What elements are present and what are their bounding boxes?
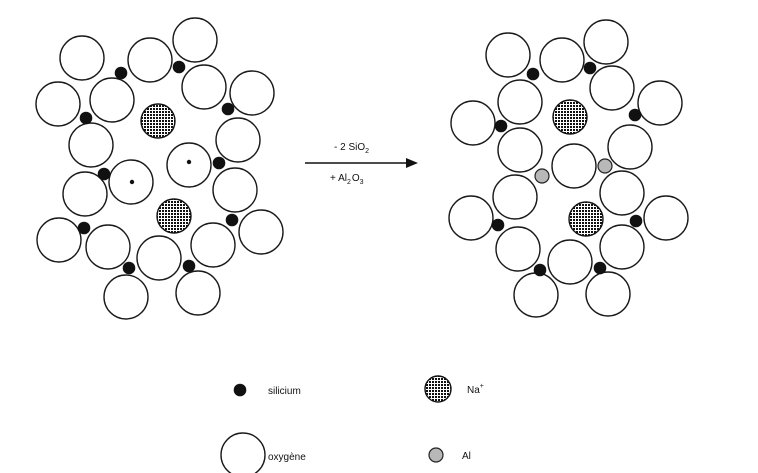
oxygen-atom xyxy=(495,226,541,272)
silicon-atom xyxy=(79,111,93,125)
legend-oxygene-label: oxygène xyxy=(268,452,306,463)
silicon-atom xyxy=(182,259,196,273)
oxygen-atom xyxy=(497,127,543,173)
oxygen-atom xyxy=(238,209,284,255)
legend-sodium-swatch xyxy=(424,375,452,403)
oxygen-atom xyxy=(36,217,82,263)
oxygen-atom xyxy=(599,224,645,270)
oxygen-atom xyxy=(637,80,683,126)
legend-aluminium: Al xyxy=(428,447,471,463)
legend-oxygen: oxygène xyxy=(220,432,306,473)
oxygen-atom xyxy=(599,170,645,216)
oxygen-atom xyxy=(212,167,258,213)
oxygen-atom xyxy=(166,142,212,188)
silicon-atom xyxy=(526,67,540,81)
oxygen-atom xyxy=(547,239,593,285)
sodium-cation xyxy=(140,103,176,139)
oxygen-atom xyxy=(450,100,496,146)
silicon-atom xyxy=(533,263,547,277)
oxygen-atom xyxy=(215,117,261,163)
silicon-atom xyxy=(494,119,508,133)
oxygen-atom xyxy=(181,64,227,110)
legend-aluminium-swatch xyxy=(428,447,444,463)
reaction-top-label: - 2 SiO2 xyxy=(334,142,369,155)
oxygen-atom xyxy=(136,235,182,281)
silicon-atom xyxy=(172,60,186,74)
silicon-atom xyxy=(491,218,505,232)
aluminium-atom xyxy=(534,168,550,184)
aluminium-atom xyxy=(597,158,613,174)
silicon-atom xyxy=(628,108,642,122)
oxygen-atom xyxy=(589,65,635,111)
silicon-atom xyxy=(221,102,235,116)
oxygen-atom xyxy=(448,195,494,241)
oxygen-atom xyxy=(551,143,597,189)
oxygen-atom xyxy=(485,32,531,78)
sodium-cation xyxy=(552,99,588,135)
silicon-atom xyxy=(593,261,607,275)
oxygen-atom xyxy=(497,79,543,125)
reaction-arrow-group: - 2 SiO2 + Al2O3 xyxy=(305,142,418,186)
oxygen-atom xyxy=(103,274,149,320)
oxygen-atom xyxy=(62,171,108,217)
sodium-cation xyxy=(568,201,604,237)
oxygen-atom xyxy=(229,70,275,116)
silicon-atom xyxy=(122,261,136,275)
sodium-cation xyxy=(156,198,192,234)
legend-silicium-label: silicium xyxy=(268,386,301,397)
legend-silicium: silicium xyxy=(233,383,301,397)
silicon-atom xyxy=(225,213,239,227)
silicon-atom xyxy=(114,66,128,80)
oxygen-atom xyxy=(175,270,221,316)
silicon-atom xyxy=(212,156,226,170)
left-silicate-structure xyxy=(35,17,284,320)
oxygen-atom xyxy=(68,122,114,168)
silicon-atom xyxy=(583,61,597,75)
oxygen-atom xyxy=(59,35,105,81)
legend-sodium: Na+ xyxy=(424,375,484,403)
center-dot xyxy=(129,179,135,185)
legend-silicon-swatch xyxy=(233,383,247,397)
silicon-atom xyxy=(77,221,91,235)
oxygen-atom xyxy=(585,271,631,317)
reaction-arrowhead xyxy=(406,158,418,168)
oxygen-atom xyxy=(127,37,173,83)
oxygen-atom xyxy=(35,81,81,127)
legend-al-label: Al xyxy=(462,451,471,462)
silicon-atom xyxy=(97,167,111,181)
oxygen-atom xyxy=(539,37,585,83)
legend-oxygen-swatch xyxy=(220,432,266,473)
center-dot xyxy=(186,159,192,165)
reaction-bottom-label: + Al2O3 xyxy=(330,173,364,186)
oxygen-atom xyxy=(190,222,236,268)
legend-sodium-label: Na+ xyxy=(467,383,484,396)
silicon-atom xyxy=(629,214,643,228)
oxygen-atom xyxy=(583,19,629,65)
oxygen-atom xyxy=(89,77,135,123)
oxygen-atom xyxy=(85,224,131,270)
oxygen-atom xyxy=(607,124,653,170)
oxygen-atom xyxy=(172,17,218,63)
right-aluminosilicate-structure xyxy=(448,19,689,318)
oxygen-atom xyxy=(492,174,538,220)
legend: silicium Na+ oxygène Al xyxy=(220,375,484,473)
oxygen-atom xyxy=(513,272,559,318)
oxygen-atom xyxy=(643,195,689,241)
